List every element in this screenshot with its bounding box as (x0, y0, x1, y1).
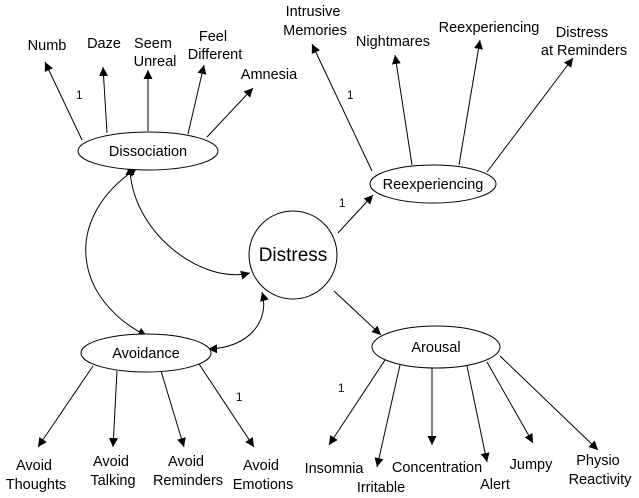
arousal-loadings (328, 355, 599, 468)
avoidance-loadings (37, 363, 255, 448)
indicator-feel-different: Feel Different (188, 29, 243, 63)
arrow-reexperiencing-distress-at-reminders (486, 57, 574, 173)
indicator-concentration: Concentration (392, 460, 482, 476)
arrow-arousal-alert (466, 365, 490, 463)
arrow-reexperiencing-intrusive-memories (311, 43, 373, 172)
indicator-irritable: Irritable (357, 480, 405, 496)
arrow-dissociation-numb (44, 61, 83, 141)
arrow-dissociation-daze (99, 66, 109, 134)
indicator-intrusive-memories: Intrusive Memories (283, 4, 347, 39)
arrow-dissociation-amnesia (206, 87, 254, 138)
covariance-avoidance-distress (207, 291, 269, 354)
arrow-arousal-physio-reactivity (499, 355, 599, 451)
reexperiencing-ellipse (369, 164, 497, 204)
fixed-loading-avoidance: 1 (236, 392, 242, 404)
indicator-labels: Numb Daze Seem Unreal Feel Different Amn… (6, 4, 632, 496)
fixed-loading-distress-path: 1 (339, 198, 345, 210)
arrow-avoidance-avoid-talking (108, 370, 118, 448)
reexperiencing-loadings (311, 39, 574, 173)
covariances (85, 165, 269, 354)
node-arousal: Arousal (371, 325, 501, 369)
structural-paths (333, 194, 382, 336)
indicator-insomnia: Insomnia (305, 461, 365, 477)
reexperiencing-label: Reexperiencing (383, 177, 484, 193)
arousal-label: Arousal (411, 340, 460, 356)
arrow-reexperiencing-reexperiencing (458, 39, 483, 166)
node-dissociation: Dissociation (77, 131, 219, 171)
arrow-avoidance-avoid-emotions (198, 363, 255, 448)
indicator-numb: Numb (28, 38, 67, 54)
fixed-loading-reexperiencing: 1 (347, 90, 353, 102)
indicator-amnesia: Amnesia (241, 67, 298, 83)
indicator-nightmares: Nightmares (356, 34, 430, 50)
indicator-physio-reactivity: Physio Reactivity (569, 453, 633, 488)
arrow-arousal-irritable (374, 364, 401, 468)
avoidance-label: Avoidance (112, 346, 179, 362)
indicator-alert: Alert (480, 477, 510, 493)
covariance-dissociation-avoidance (85, 167, 148, 337)
node-reexperiencing: Reexperiencing (369, 164, 497, 204)
arrow-avoidance-avoid-reminders (160, 370, 186, 448)
distress-circle (248, 210, 338, 300)
node-avoidance: Avoidance (80, 333, 212, 373)
indicator-reexperiencing: Reexperiencing (439, 20, 540, 36)
indicator-avoid-thoughts: Avoid Thoughts (6, 458, 66, 493)
dissociation-loadings (44, 61, 254, 141)
arrow-arousal-insomnia (328, 359, 386, 446)
arrow-distress-arousal (333, 290, 382, 336)
indicator-avoid-emotions: Avoid Emotions (233, 458, 293, 493)
distress-label: Distress (259, 245, 328, 266)
indicator-daze: Daze (87, 36, 121, 52)
indicator-avoid-talking: Avoid Talking (90, 454, 135, 489)
arrow-distress-reexperiencing (337, 194, 374, 234)
indicator-avoid-reminders: Avoid Reminders (153, 454, 223, 489)
indicator-distress-at-reminders: Distress at Reminders (541, 25, 627, 59)
indicator-jumpy: Jumpy (510, 457, 553, 473)
arousal-ellipse (371, 325, 501, 369)
avoidance-ellipse (80, 333, 212, 373)
arrow-avoidance-avoid-thoughts (37, 365, 94, 448)
arrow-arousal-jumpy (486, 361, 534, 444)
arrow-reexperiencing-nightmares (391, 54, 413, 166)
fixed-loading-arousal: 1 (338, 383, 344, 395)
dissociation-ellipse (77, 131, 219, 171)
covariance-dissociation-distress (125, 165, 251, 280)
indicator-seem-unreal: Seem Unreal (134, 36, 177, 70)
dissociation-label: Dissociation (109, 144, 187, 160)
arrow-dissociation-feel-different (187, 64, 207, 135)
fixed-loading-dissociation: 1 (76, 90, 82, 102)
node-distress: Distress (248, 210, 338, 300)
